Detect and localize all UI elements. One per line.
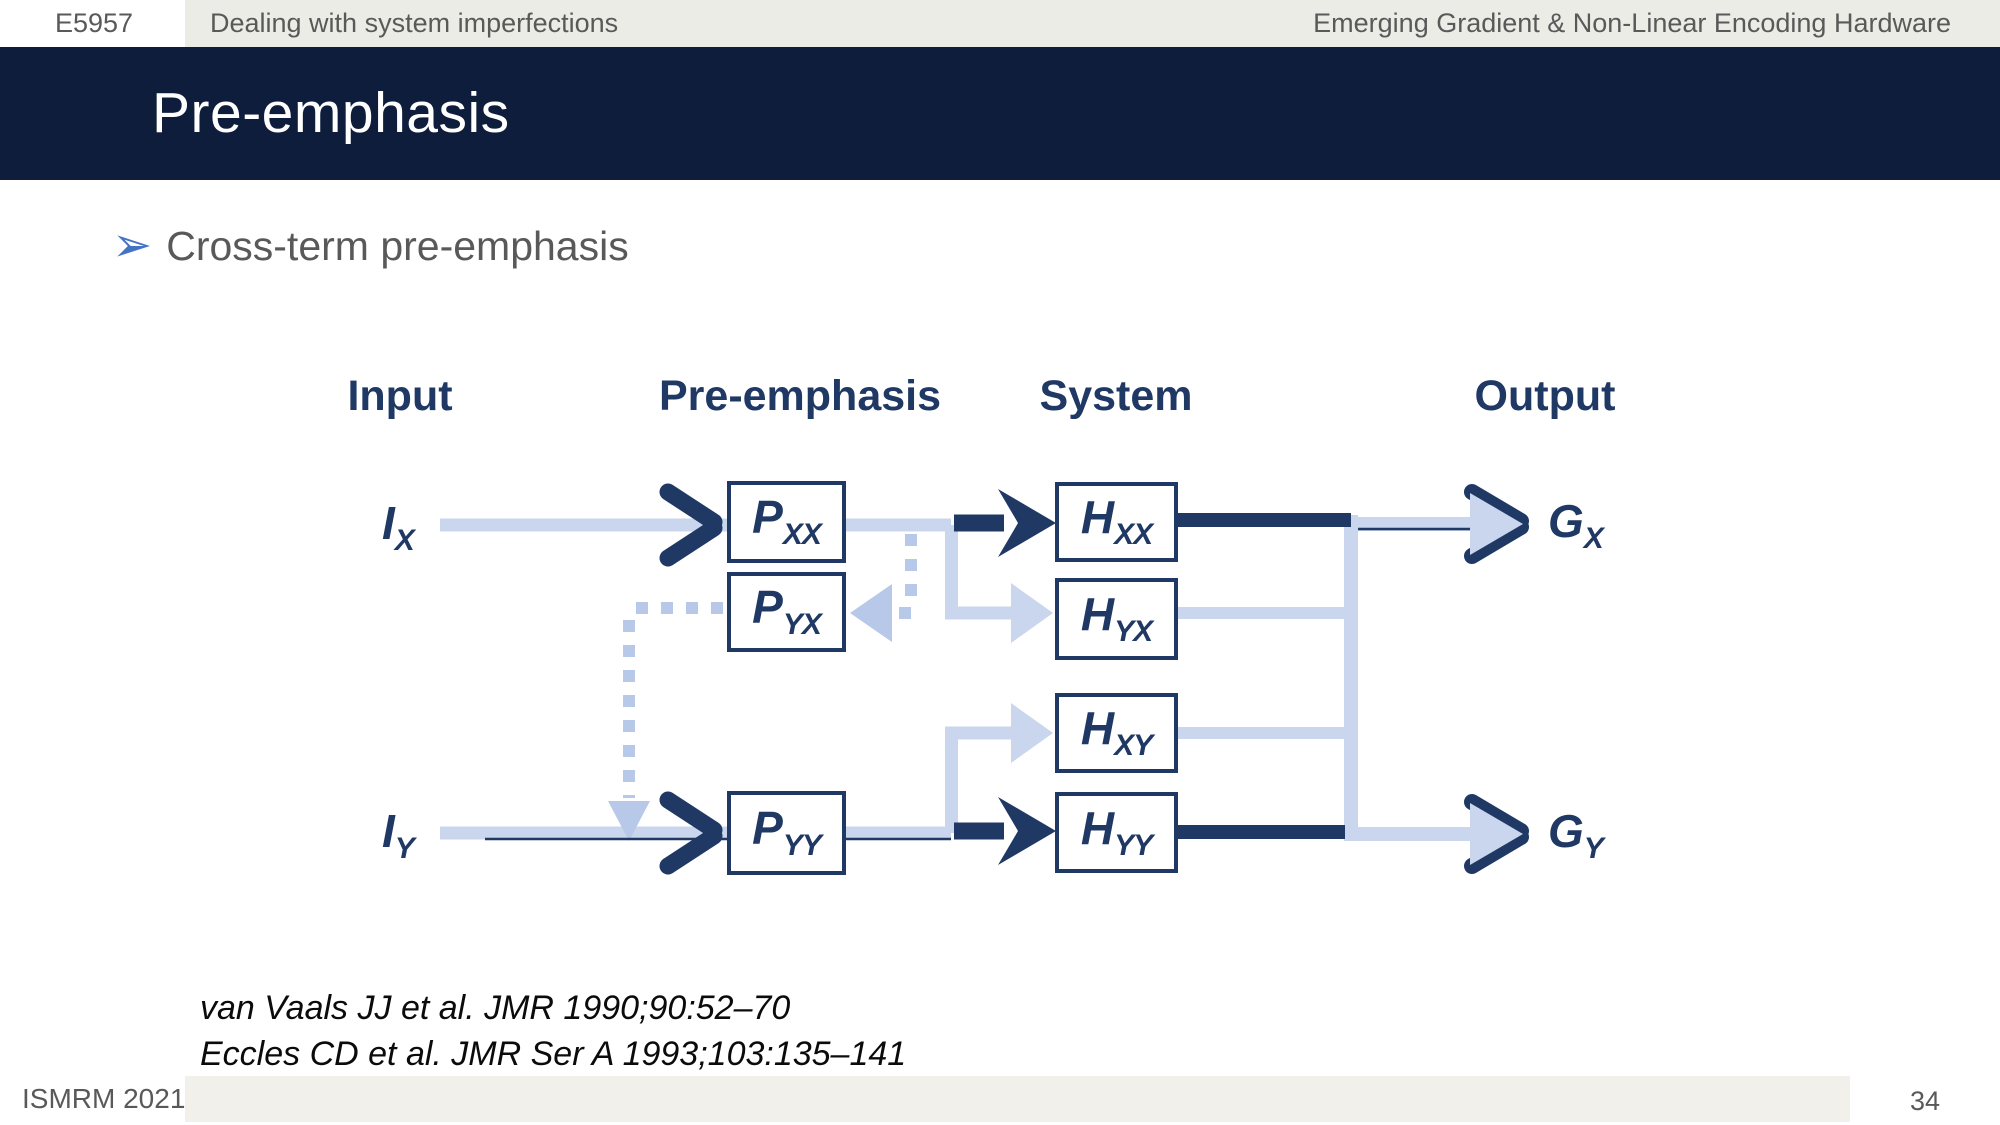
light-arrowheads — [1011, 583, 1053, 763]
hyx-main: H — [1080, 588, 1115, 640]
block-hxx: HXX — [1055, 482, 1178, 562]
hyy-main: H — [1080, 801, 1115, 854]
session-code: E5957 — [55, 8, 134, 38]
output-label-gx: GX — [1548, 495, 1604, 555]
column-header-input: Input — [347, 372, 453, 420]
ix-main: I — [382, 497, 395, 549]
reference-line-1: van Vaals JJ et al. JMR 1990;90:52–70 — [200, 989, 791, 1027]
block-pyx: PYX — [727, 572, 846, 652]
iy-main: I — [382, 805, 395, 857]
hyx-sub: YX — [1114, 615, 1153, 648]
pyy-sub: YY — [782, 829, 822, 862]
gx-main: G — [1548, 495, 1584, 547]
output-arrow-gx — [1464, 484, 1529, 564]
column-header-preemphasis: Pre-emphasis — [658, 372, 942, 420]
title-band: Pre-emphasis — [0, 47, 2000, 180]
block-pxx: PXX — [727, 481, 846, 563]
input-label-ix: IX — [382, 497, 415, 557]
block-hxy: HXY — [1055, 693, 1178, 773]
chevron-arrows — [659, 483, 723, 875]
bullet-text: Cross-term pre-emphasis — [166, 222, 629, 269]
block-hyy: HYY — [1055, 792, 1178, 873]
hxy-main: H — [1080, 702, 1115, 754]
ix-sub: X — [394, 524, 415, 557]
course-title: Emerging Gradient & Non-Linear Encoding … — [1313, 8, 1951, 38]
pxx-sub: XX — [782, 518, 822, 551]
footer-conference: ISMRM 2021 — [22, 1083, 186, 1114]
hxx-sub: XX — [1114, 518, 1153, 551]
pxx-label: PXX — [752, 491, 822, 551]
gx-sub: X — [1583, 522, 1604, 555]
top-header-gray-strip — [185, 0, 2000, 47]
pyy-main: P — [752, 802, 783, 854]
pxx-main: P — [752, 491, 783, 543]
top-header-bar: E5957 Dealing with system imperfections … — [0, 0, 2000, 47]
cross-term-arrowheads — [608, 584, 892, 841]
bullet-row: ➢ Cross-term pre-emphasis — [112, 222, 629, 270]
pyx-label: PYX — [752, 581, 822, 641]
gy-sub: Y — [1583, 832, 1604, 865]
output-label-gy: GY — [1548, 805, 1604, 865]
slide-title: Pre-emphasis — [152, 81, 510, 145]
footer-bar — [185, 1076, 1850, 1122]
hyy-sub: YY — [1114, 828, 1153, 862]
pyy-label: PYY — [752, 802, 822, 862]
navy-arrows — [954, 489, 1351, 865]
block-hyx: HYX — [1055, 578, 1178, 660]
block-pyy: PYY — [727, 791, 846, 875]
column-header-system: System — [1039, 372, 1193, 420]
arrow-bullet-icon: ➢ — [112, 219, 153, 272]
hxx-label: HXX — [1080, 491, 1153, 551]
column-header-output: Output — [1474, 372, 1616, 420]
reference-line-2: Eccles CD et al. JMR Ser A 1993;103:135–… — [200, 1035, 907, 1073]
output-arrow-gy — [1464, 794, 1529, 874]
hxy-sub: XY — [1114, 729, 1153, 762]
pyx-sub: YX — [782, 608, 822, 641]
hyy-label: HYY — [1080, 801, 1153, 862]
references: van Vaals JJ et al. JMR 1990;90:52–70 Ec… — [200, 985, 906, 1077]
hxy-label: HXY — [1080, 702, 1153, 762]
hyx-label: HYX — [1080, 588, 1153, 648]
hxx-main: H — [1080, 491, 1115, 543]
pyx-main: P — [752, 581, 783, 633]
signal-paths-light — [440, 515, 1474, 841]
cross-term-dotted-paths — [623, 534, 917, 798]
session-title: Dealing with system imperfections — [210, 8, 619, 38]
input-label-iy: IY — [382, 805, 415, 865]
gy-main: G — [1548, 805, 1584, 857]
iy-sub: Y — [394, 832, 415, 865]
page-number: 34 — [1910, 1086, 1941, 1116]
